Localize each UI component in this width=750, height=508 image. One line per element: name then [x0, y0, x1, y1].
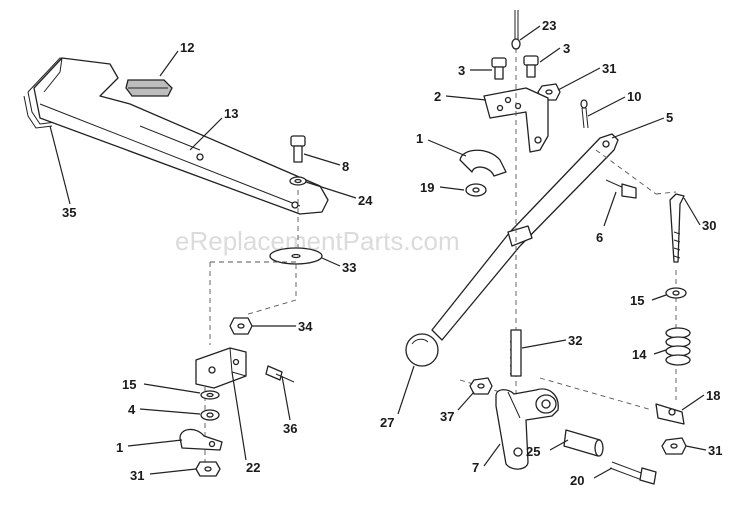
part-14-spring: [665, 327, 691, 366]
part-32-spring: [509, 329, 522, 377]
callout-14: 14: [632, 347, 647, 362]
callout-15-left: 15: [122, 377, 136, 392]
callout-1-left: 1: [116, 440, 123, 455]
part-24-washer: [289, 176, 307, 186]
part-15-washer-right: [665, 287, 687, 299]
callout-3-a: 3: [458, 63, 465, 78]
part-3-bolt-a: [491, 57, 507, 80]
callout-27: 27: [380, 415, 394, 430]
callout-31-right: 31: [708, 443, 722, 458]
callout-15-right: 15: [630, 293, 644, 308]
callout-31-left: 31: [130, 468, 144, 483]
callout-30: 30: [702, 218, 716, 233]
part-5-lever: [431, 133, 619, 341]
part-37-nut: [469, 377, 493, 395]
part-4-lock-washer: [200, 409, 220, 421]
callout-labels: 12 13 35 8 24 33 34 15 4 1 31 22 36 23 3…: [62, 18, 722, 488]
callout-12: 12: [180, 40, 194, 55]
callout-25: 25: [526, 444, 540, 459]
part-3-bolt-b: [523, 55, 539, 78]
callout-18: 18: [706, 388, 720, 403]
part-23-cotter-pin: [511, 10, 521, 50]
callout-4: 4: [128, 402, 136, 417]
part-33-large-washer: [269, 247, 323, 265]
callout-5: 5: [666, 110, 673, 125]
callout-19: 19: [420, 180, 434, 195]
callout-2: 2: [434, 89, 441, 104]
part-20-bolt: [609, 461, 657, 485]
callout-34: 34: [298, 319, 313, 334]
callout-35: 35: [62, 205, 76, 220]
callout-1-right: 1: [416, 131, 423, 146]
part-7-pedal-bracket: [495, 388, 559, 470]
callout-32: 32: [568, 333, 582, 348]
part-6-bolt: [605, 179, 637, 199]
callout-3-b: 3: [563, 41, 570, 56]
callout-37: 37: [440, 409, 454, 424]
callout-20: 20: [570, 473, 584, 488]
part-1-clip-right: [459, 149, 507, 177]
callout-7: 7: [472, 460, 479, 475]
part-34-nut: [229, 317, 253, 335]
part-30-rod: [669, 193, 685, 263]
part-31-nut-left: [195, 461, 221, 477]
callout-6: 6: [596, 230, 603, 245]
part-2-mounting-bracket: [483, 87, 549, 153]
part-15-washer-left: [200, 390, 220, 400]
callout-33: 33: [342, 260, 356, 275]
part-8-bolt: [290, 135, 306, 163]
part-27-knob: [405, 333, 439, 367]
callout-22: 22: [246, 460, 260, 475]
part-18-pivot-pin: [655, 403, 685, 425]
part-10-cotter-pin: [580, 99, 589, 129]
callout-8: 8: [342, 159, 349, 174]
part-25-pin: [563, 429, 604, 457]
callout-13: 13: [224, 106, 238, 121]
leader-lines: [49, 25, 707, 479]
part-1-clip-left: [179, 428, 223, 451]
part-31-nut-right: [661, 437, 687, 455]
callout-23: 23: [542, 18, 556, 33]
callout-24: 24: [358, 193, 373, 208]
part-22-small-bracket: [195, 347, 247, 389]
callout-36: 36: [283, 421, 297, 436]
part-19-nut: [465, 183, 487, 197]
callout-31-top: 31: [602, 61, 616, 76]
part-36-screw: [265, 365, 295, 383]
callout-10: 10: [627, 89, 641, 104]
part-13-bracket-arm: [33, 57, 329, 215]
part-12-pad: [125, 79, 173, 97]
